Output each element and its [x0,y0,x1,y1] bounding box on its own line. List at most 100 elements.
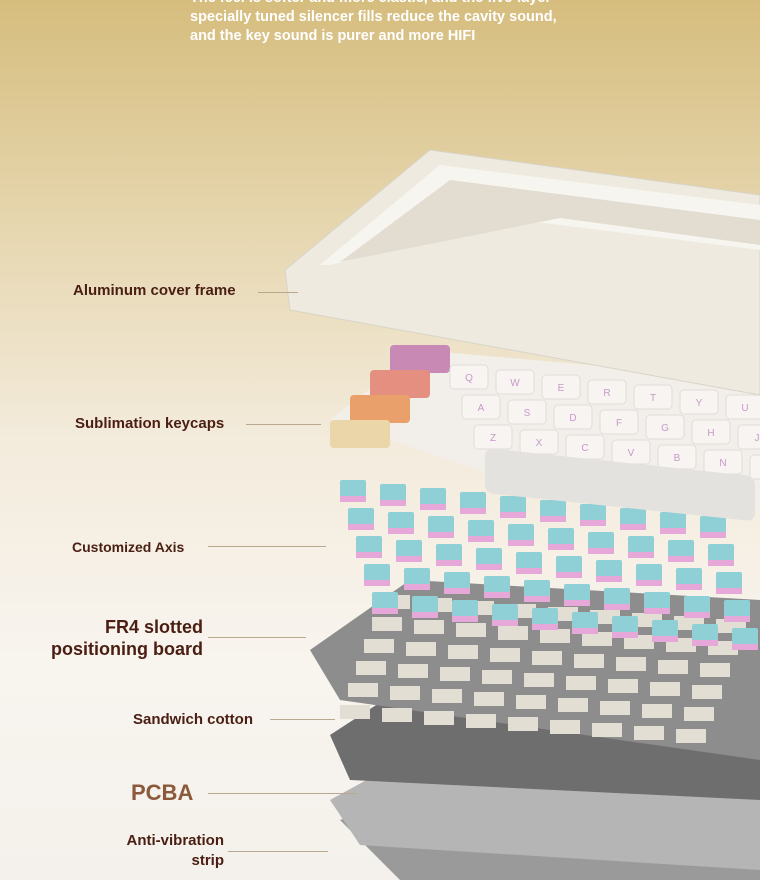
switch-housing-bottom [732,642,758,650]
switch-housing-bottom [668,554,694,562]
plate-hole [566,676,596,690]
switch [508,524,534,540]
switch [484,576,510,592]
plate-hole [466,714,496,728]
switch [468,520,494,536]
switch [476,548,502,564]
switch [628,536,654,552]
plate-hole [582,632,612,646]
switch-housing-bottom [540,514,566,522]
colored-keycap [390,345,450,373]
switch-housing-bottom [532,622,558,630]
label-line: FR4 slotted [104,617,203,637]
keycap-legend: Q [465,373,473,384]
switch-housing-bottom [604,602,630,610]
plate-hole [456,623,486,637]
switch [356,536,382,552]
plate-hole [474,692,504,706]
switch-housing-bottom [420,502,446,510]
switch [588,532,614,548]
switch-housing-bottom [684,610,710,618]
switch [708,544,734,560]
plate-hole [592,723,622,737]
switch-housing-bottom [636,578,662,586]
switch [684,596,710,612]
switch [348,508,374,524]
keycap-legend: Z [490,433,496,444]
colored-keycap [350,395,410,423]
switch [660,512,686,528]
keycap-legend: N [719,458,726,469]
keycap [599,409,639,435]
switch-housing-bottom [412,610,438,618]
plate-hole [524,673,554,687]
switch [452,600,478,616]
plate-hole [608,679,638,693]
switch [668,540,694,556]
plate-hole [372,617,402,631]
switch-housing-bottom [644,606,670,614]
switch-housing-bottom [436,558,462,566]
plate-hole [382,708,412,722]
keycap [495,369,535,395]
switch-housing-bottom [444,586,470,594]
switch-housing-bottom [596,574,622,582]
switch-housing-bottom [700,530,726,538]
switch [636,564,662,580]
plate-hole [482,670,512,684]
switch [724,600,750,616]
switch [556,556,582,572]
switch [396,540,422,556]
keycap-legend: V [628,448,635,459]
switch-housing-bottom [708,558,734,566]
switch-housing-bottom [388,526,414,534]
keycap [725,394,760,420]
keycap-legend: A [478,403,485,414]
switch-housing-bottom [716,586,742,594]
switch-housing-bottom [364,578,390,586]
switch-housing-bottom [588,546,614,554]
plate-hole [364,639,394,653]
label-aluminum-cover-frame: Aluminum cover frame [73,282,236,299]
plate-hole [692,685,722,699]
plate-hole [540,629,570,643]
plate-hole [406,642,436,656]
switch-housing-bottom [380,498,406,506]
label-fr4-board: FR4 slotted positioning board [46,616,203,660]
label-line: positioning board [51,639,203,659]
switch-housing-bottom [580,518,606,526]
plate-hole [616,657,646,671]
switch [532,608,558,624]
switch-housing-bottom [404,582,430,590]
colored-keycap [370,370,430,398]
switch-housing-bottom [508,538,534,546]
keycap-legend: F [616,418,622,429]
switch-housing-bottom [612,630,638,638]
label-line: strip [191,852,224,869]
switch [716,572,742,588]
plate-hole [684,707,714,721]
switch [420,488,446,504]
switch [596,560,622,576]
intro-line: and the key sound is purer and more HIFI [190,28,476,44]
spacebar [485,448,755,521]
keycap-legend: R [603,388,610,399]
keycap [507,399,547,425]
keycap-legend: W [510,378,520,389]
switch [444,572,470,588]
switch [620,508,646,524]
plate-hole [574,654,604,668]
plate-hole [490,648,520,662]
keycap [679,389,719,415]
keycap-legend: S [524,408,531,419]
colored-keycap [330,420,390,448]
keycap-legend: G [661,423,669,434]
keycap [737,424,760,450]
keycap [587,379,627,405]
switch [572,612,598,628]
intro-line: The feel is softer and more elastic, and… [190,0,610,8]
switch [436,544,462,560]
switch-housing-bottom [628,550,654,558]
switch-housing-bottom [676,582,702,590]
